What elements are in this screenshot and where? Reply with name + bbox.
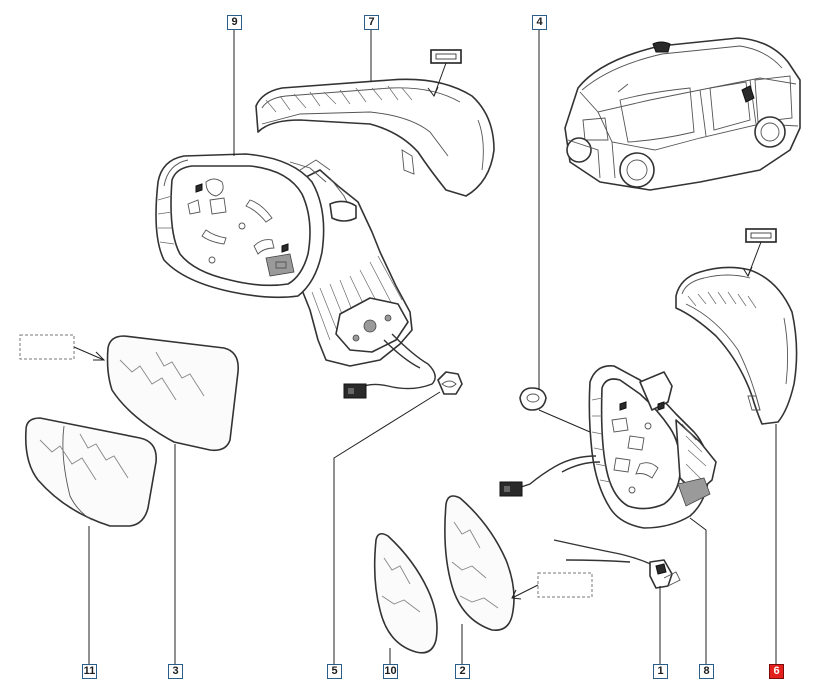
vehicle-illustration bbox=[564, 37, 801, 191]
mirror-assembly-right bbox=[499, 365, 717, 529]
callout-11[interactable]: 11 bbox=[82, 664, 97, 679]
callout-9[interactable]: 9 bbox=[227, 15, 242, 30]
mirror-nut bbox=[437, 371, 463, 395]
mirror-glass-3 bbox=[106, 335, 240, 452]
mirror-assembly-left bbox=[155, 153, 436, 399]
callout-leader-lines bbox=[88, 28, 777, 664]
label-placeholder-cover-upper bbox=[430, 49, 462, 64]
callout-5[interactable]: 5 bbox=[327, 664, 342, 679]
callout-7[interactable]: 7 bbox=[364, 15, 379, 30]
label-placeholder-glass-3 bbox=[19, 334, 75, 360]
callout-2[interactable]: 2 bbox=[455, 664, 470, 679]
mirror-glass-10 bbox=[373, 532, 438, 654]
mirror-grommet bbox=[519, 387, 547, 411]
mirror-cover-right bbox=[675, 266, 798, 425]
mirror-glass-11 bbox=[24, 417, 157, 527]
callout-8[interactable]: 8 bbox=[699, 664, 714, 679]
callout-6-highlighted[interactable]: 6 bbox=[769, 664, 784, 679]
callout-4[interactable]: 4 bbox=[532, 15, 547, 30]
callout-10[interactable]: 10 bbox=[383, 664, 398, 679]
callout-3[interactable]: 3 bbox=[168, 664, 183, 679]
label-placeholder-glass-2 bbox=[537, 572, 593, 598]
callout-1[interactable]: 1 bbox=[653, 664, 668, 679]
mirror-glass-2 bbox=[444, 495, 515, 632]
indicator-lamp bbox=[553, 539, 681, 589]
mirror-cover-upper bbox=[255, 78, 495, 197]
label-placeholder-cover-right bbox=[745, 228, 777, 243]
